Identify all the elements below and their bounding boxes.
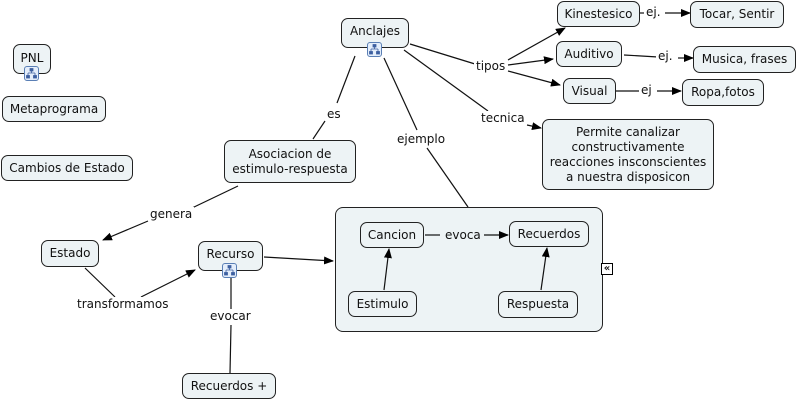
node-metaprograma-label: Metaprograma [9, 101, 99, 116]
node-estimulo[interactable]: Estimulo [348, 291, 417, 317]
line-evocar-recuerdosplus [229, 324, 232, 374]
link-label-evoca: evoca [443, 228, 483, 242]
line-aud-ej [623, 54, 659, 58]
line-asoc-genera [191, 185, 239, 209]
node-permite[interactable]: Permite canalizar constructivamente reac… [542, 119, 714, 190]
node-recuerdos[interactable]: Recuerdos [509, 221, 589, 247]
line-recurso-group [263, 256, 334, 265]
node-kinestesico-label: Kinestesico [564, 6, 633, 21]
link-label-tipos: tipos [474, 59, 508, 73]
node-anclajes-label: Anclajes [349, 24, 401, 38]
node-musica-frases-label: Musica, frases [701, 52, 788, 66]
node-tocar-sentir[interactable]: Tocar, Sentir [690, 1, 784, 28]
node-recuerdos-plus[interactable]: Recuerdos + [182, 373, 276, 399]
node-recurso-label: Recurso [206, 247, 255, 261]
node-cancion[interactable]: Cancion [360, 222, 424, 248]
line-es-asociacion [312, 120, 326, 140]
node-auditivo[interactable]: Auditivo [556, 41, 622, 67]
node-pnl-label: PNL [20, 51, 44, 65]
line-anclajes-ejemplo [383, 57, 418, 131]
node-permite-label: Permite canalizar constructivamente reac… [549, 124, 707, 184]
node-cancion-label: Cancion [367, 227, 417, 242]
collapse-group-button[interactable]: « [601, 263, 613, 275]
line-tipos-kinestesico [507, 27, 566, 61]
node-cambios-estado-label: Cambios de Estado [9, 160, 125, 175]
node-respuesta[interactable]: Respuesta [498, 291, 578, 318]
line-estimulo-cancion [383, 248, 392, 291]
node-musica-frases[interactable]: Musica, frases [693, 46, 796, 73]
line-tipos-auditivo [507, 56, 554, 66]
line-genera-estado [102, 220, 149, 241]
submap-icon[interactable] [367, 42, 382, 57]
link-label-ej-kinestesico: ej. [644, 5, 663, 19]
link-label-evocar: evocar [208, 309, 253, 323]
line-ejemplo-group [426, 147, 469, 208]
line-tipos-visual [507, 70, 561, 87]
line-anclajes-tipos [409, 43, 476, 65]
node-respuesta-label: Respuesta [506, 297, 570, 311]
link-label-ej-visual: ej [639, 83, 654, 97]
node-tocar-sentir-label: Tocar, Sentir [699, 7, 775, 21]
node-recuerdos-label: Recuerdos [517, 226, 581, 241]
node-metaprograma[interactable]: Metaprograma [2, 96, 106, 122]
line-tecnica-permite [526, 122, 542, 131]
submap-icon[interactable] [222, 263, 237, 278]
line-respuesta-recuerdos [540, 247, 550, 291]
submap-icon[interactable] [24, 66, 39, 81]
node-estado-label: Estado [49, 246, 91, 260]
link-label-tecnica: tecnica [479, 111, 527, 125]
node-asociacion[interactable]: Asociacion de estimulo-respuesta [224, 140, 356, 183]
node-asociacion-label: Asociacion de estimulo-respuesta [232, 146, 348, 176]
node-visual[interactable]: Visual [563, 78, 616, 104]
node-visual-label: Visual [571, 83, 608, 98]
line-transformamos-recurso [140, 269, 196, 298]
node-estado[interactable]: Estado [41, 240, 99, 267]
line-anclajes-tecnica [403, 49, 489, 112]
node-ropa-fotos-label: Ropa,fotos [691, 85, 755, 99]
node-kinestesico[interactable]: Kinestesico [557, 1, 640, 27]
link-label-genera: genera [148, 207, 195, 221]
node-estimulo-label: Estimulo [356, 296, 409, 311]
line-estado-transformamos [84, 267, 116, 298]
node-recuerdos-plus-label: Recuerdos + [190, 378, 268, 393]
link-label-ejemplo: ejemplo [395, 132, 448, 146]
node-ropa-fotos[interactable]: Ropa,fotos [682, 79, 764, 106]
link-label-ej-auditivo: ej. [656, 49, 675, 63]
link-label-es: es [325, 107, 343, 121]
node-cambios-estado[interactable]: Cambios de Estado [1, 155, 133, 181]
node-auditivo-label: Auditivo [564, 46, 614, 61]
link-label-transformamos: transformamos [75, 297, 171, 311]
line-anclajes-es [336, 55, 356, 104]
